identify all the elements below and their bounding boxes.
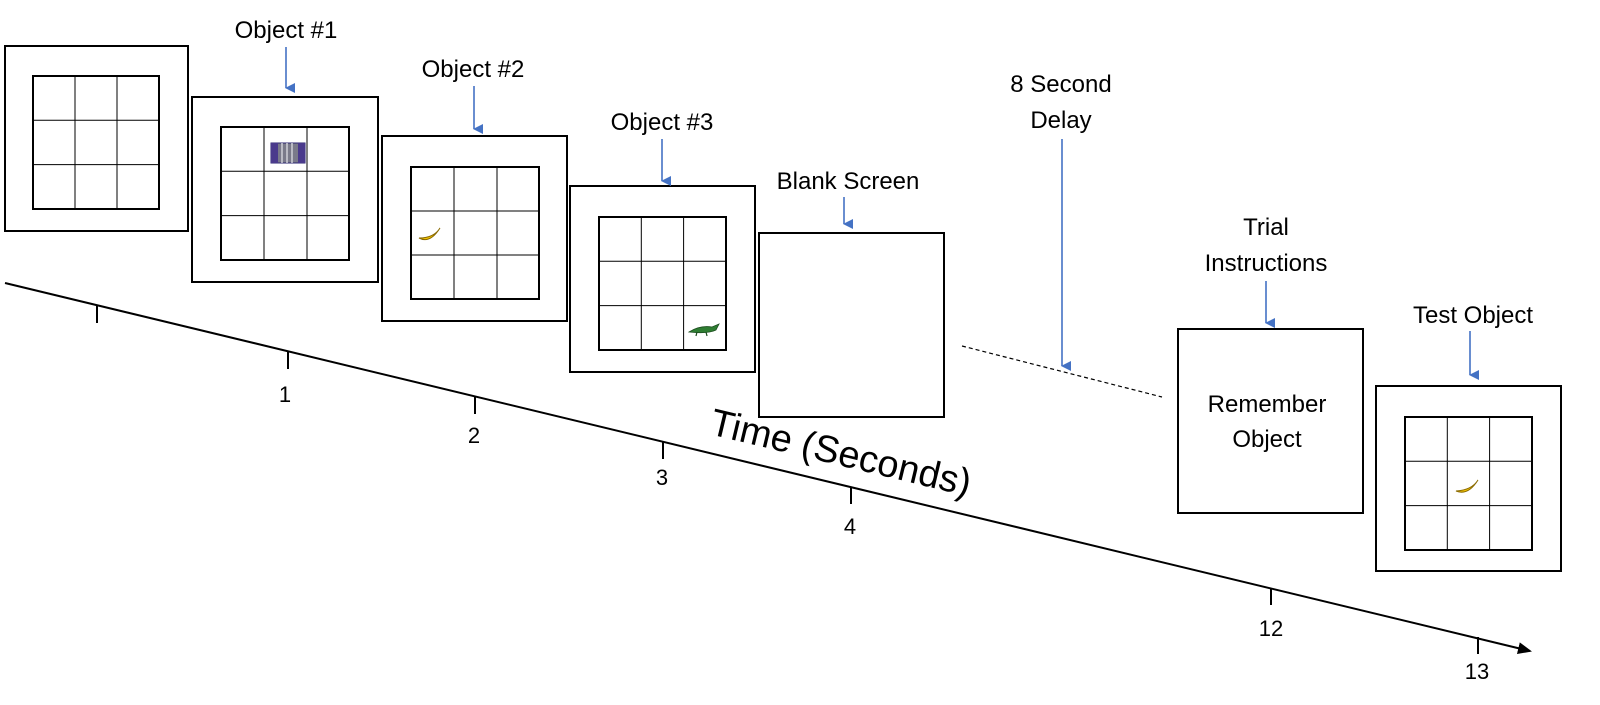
screen-blank bbox=[758, 232, 945, 418]
banana-icon bbox=[418, 227, 441, 241]
label-delay-line2: Delay bbox=[1030, 107, 1091, 134]
tick-label-4: 4 bbox=[844, 514, 856, 539]
tick-label-2: 2 bbox=[468, 423, 480, 448]
screen-trial-instructions: Remember Object bbox=[1177, 328, 1364, 514]
accordion-icon bbox=[270, 142, 306, 164]
tick-label-1: 1 bbox=[279, 382, 291, 407]
crocodile-icon bbox=[687, 323, 720, 337]
time-axis bbox=[4, 282, 1532, 655]
screen-initial-grid bbox=[4, 45, 189, 232]
tick-label-13: 13 bbox=[1465, 659, 1489, 684]
label-delay-line1: 8 Second bbox=[1010, 71, 1111, 98]
screen-object-2 bbox=[381, 135, 568, 322]
screen-object-1 bbox=[191, 96, 379, 283]
tick-label-3: 3 bbox=[656, 465, 668, 490]
banana-icon bbox=[1455, 479, 1479, 493]
remember-text-line1: Remember bbox=[1208, 391, 1327, 418]
label-blank-screen: Blank Screen bbox=[777, 168, 920, 195]
label-test-object: Test Object bbox=[1413, 302, 1533, 329]
screen-object-3 bbox=[569, 185, 756, 373]
label-object-3: Object #3 bbox=[611, 109, 714, 136]
label-object-2: Object #2 bbox=[422, 56, 525, 83]
label-trial-line2: Instructions bbox=[1205, 250, 1328, 277]
label-trial-line1: Trial bbox=[1243, 214, 1289, 241]
axis-ticks bbox=[96, 305, 1479, 654]
screen-test-object bbox=[1375, 385, 1562, 572]
tick-label-12: 12 bbox=[1259, 616, 1283, 641]
remember-text-line2: Object bbox=[1232, 426, 1302, 453]
label-object-1: Object #1 bbox=[235, 17, 338, 44]
